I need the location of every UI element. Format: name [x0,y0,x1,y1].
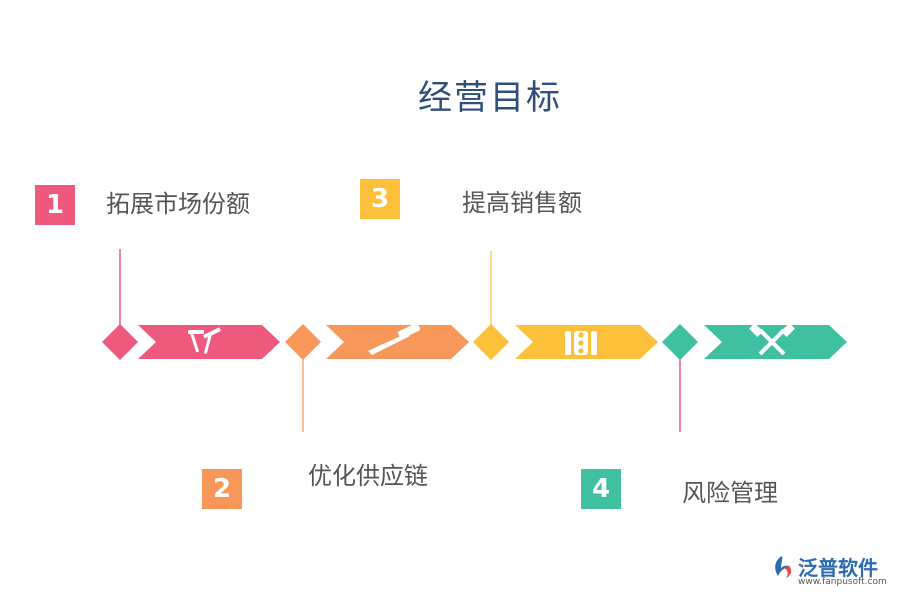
step-label-4: 风险管理 [682,479,778,507]
brand-name: 泛普软件 [798,556,878,580]
step-number-badge-2: 2 [202,469,242,509]
arrow-4 [704,325,847,359]
step-label-2: 优化供应链 [308,462,428,490]
diamond-1 [102,324,138,360]
step-label-1: 拓展市场份额 [106,190,250,218]
diamond-2 [285,324,321,360]
brand-logo: 泛普软件 www.fanpusoft.com [770,552,895,592]
traffic-light-icon [565,331,597,355]
brand-url: www.fanpusoft.com [798,577,887,587]
tools-icon [188,327,221,354]
diamond-3 [473,324,509,360]
step-number-badge-1: 1 [35,185,75,225]
step-label-3: 提高销售额 [462,189,582,217]
diamond-4 [662,324,698,360]
step-number-badge-3: 3 [360,179,400,219]
crossed-hammers-icon [749,323,795,356]
diagram-title: 经营目标 [418,78,562,118]
step-number-badge-4: 4 [581,469,621,509]
hammer-icon [368,323,421,355]
brand-logo-icon [775,556,792,578]
